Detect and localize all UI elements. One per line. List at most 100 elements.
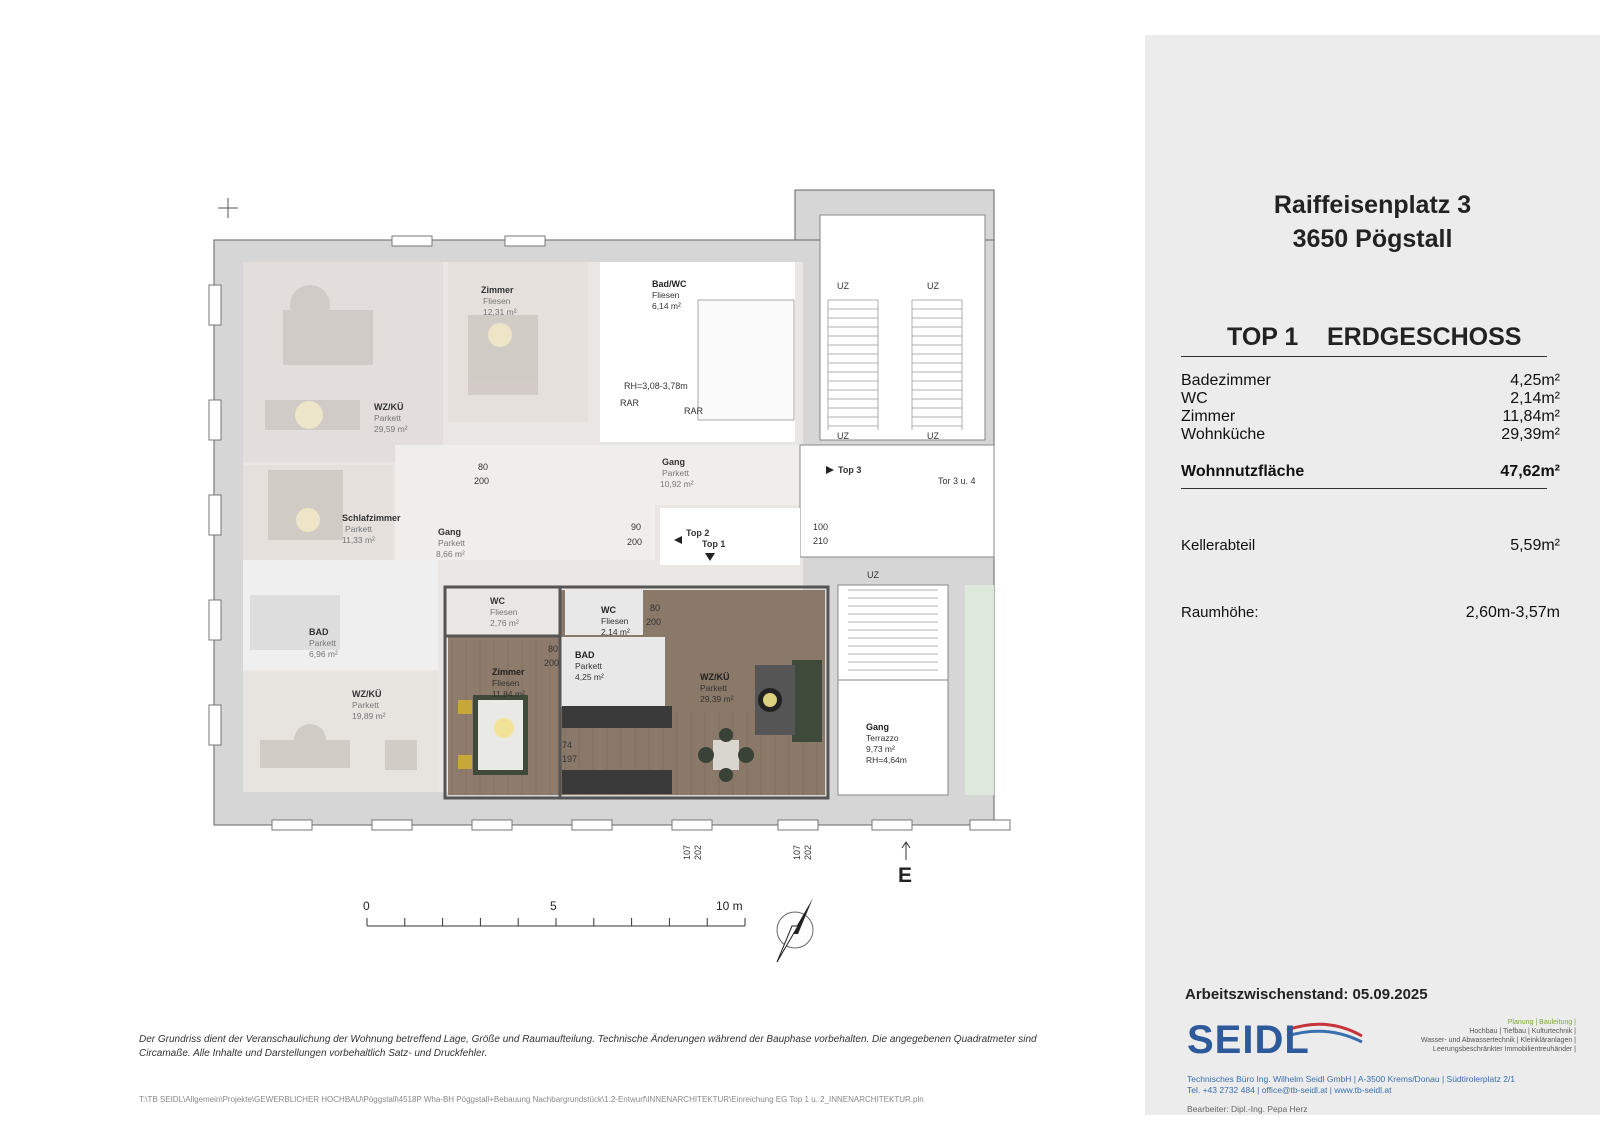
info-panel: Raiffeisenplatz 3 3650 Pögstall TOP 1 ER… <box>1145 35 1600 1115</box>
work-status: Arbeitszwischenstand: 05.09.2025 <box>1185 986 1428 1003</box>
svg-text:Terrazzo: Terrazzo <box>866 733 899 743</box>
area-label-zimmer: Zimmer <box>1181 408 1236 425</box>
address-line1: Raiffeisenplatz 3 <box>1273 191 1472 219</box>
marker-tor: Tor 3 u. 4 <box>938 476 976 486</box>
marker-top2: Top 2 <box>686 528 709 538</box>
svg-text:0: 0 <box>363 899 370 913</box>
company-logo: SEIDL <box>1187 1018 1367 1068</box>
gang-terrazzo <box>837 679 949 796</box>
svg-text:200: 200 <box>544 658 559 668</box>
svg-text:8,66 m²: 8,66 m² <box>436 549 465 559</box>
svg-text:Parkett: Parkett <box>575 661 603 671</box>
svg-text:202: 202 <box>803 845 813 860</box>
floor-plan: Bad/WC Fliesen 6,14 m² Zimmer Fliesen 12… <box>208 189 1011 963</box>
svg-text:10 m: 10 m <box>716 899 743 913</box>
stair-steps-left <box>828 299 878 427</box>
windows <box>208 235 1011 831</box>
disclaimer-text: Der Grundriss dient der Veranschaulichun… <box>139 1034 1037 1059</box>
svg-text:29,59 m²: 29,59 m² <box>374 424 408 434</box>
room-label-schlafzimmer: Schlafzimmer <box>342 513 401 523</box>
scale-bar: 0 5 10 m <box>363 899 746 927</box>
corridor <box>395 445 800 505</box>
file-path: T:\TB SEIDL\Allgemein\Projekte\GEWERBLIC… <box>139 1095 924 1104</box>
area-value-zimmer: 11,84m² <box>1502 408 1560 425</box>
svg-text:5: 5 <box>550 899 557 913</box>
area-label-badezimmer: Badezimmer <box>1181 372 1271 389</box>
company-services: Planung | Bauleitung | Hochbau | Tiefbau… <box>1420 1019 1576 1053</box>
top1-bad <box>560 637 665 707</box>
room-label-bad-left: BAD <box>309 627 329 637</box>
svg-text:90: 90 <box>631 522 641 532</box>
svg-text:10,92 m²: 10,92 m² <box>660 479 694 489</box>
svg-text:11,33 m²: 11,33 m² <box>342 535 375 545</box>
editor-credit: Bearbeiter: Dipl.-Ing. Pepa Herz <box>1187 1104 1308 1114</box>
area-label-wohnkueche: Wohnküche <box>1181 426 1266 443</box>
svg-text:Fliesen: Fliesen <box>483 296 511 306</box>
room-label-wc-top1: WC <box>601 605 616 615</box>
room-label-bad-top1: BAD <box>575 650 595 660</box>
marker-top1: Top 1 <box>702 539 725 549</box>
svg-text:4,25 m²: 4,25 m² <box>575 672 604 682</box>
svg-text:RH=4,64m: RH=4,64m <box>866 755 907 765</box>
svg-text:Fliesen: Fliesen <box>652 290 680 300</box>
address-line2: 3650 Pögstall <box>1292 225 1453 253</box>
svg-text:11,84 m²: 11,84 m² <box>492 689 525 699</box>
svg-text:Parkett: Parkett <box>345 524 373 534</box>
svg-text:Parkett: Parkett <box>374 413 402 423</box>
svg-text:197: 197 <box>562 754 577 764</box>
svg-text:2,76 m²: 2,76 m² <box>490 618 519 628</box>
svg-text:200: 200 <box>627 537 642 547</box>
marker-top3: Top 3 <box>838 465 861 475</box>
total-divider <box>1181 488 1547 489</box>
room-label-wzku-top1: WZ/KÜ <box>700 672 730 682</box>
svg-text:80: 80 <box>548 644 558 654</box>
room-label-gang-center: Gang <box>662 457 685 467</box>
svg-text:200: 200 <box>646 617 661 627</box>
room-label-wzku-top2: WZ/KÜ <box>374 402 404 412</box>
svg-text:Parkett: Parkett <box>700 683 728 693</box>
svg-text:202: 202 <box>693 845 703 860</box>
stair-steps-lower <box>848 589 938 671</box>
svg-text:107: 107 <box>682 845 692 860</box>
svg-text:Parkett: Parkett <box>662 468 690 478</box>
room-height-label: Raumhöhe: <box>1181 604 1259 621</box>
svg-text:12,31 m²: 12,31 m² <box>483 307 517 317</box>
svg-text:Parkett: Parkett <box>438 538 466 548</box>
total-area-label: Wohnnutzfläche <box>1181 463 1305 480</box>
top1-wc <box>565 590 643 635</box>
svg-text:29,39 m²: 29,39 m² <box>700 694 734 704</box>
dining-table <box>713 740 739 770</box>
svg-text:2,14 m²: 2,14 m² <box>601 627 630 637</box>
north-arrow-icon <box>776 898 814 963</box>
cellar-label: Kellerabteil <box>1181 537 1256 554</box>
svg-text:100: 100 <box>813 522 828 532</box>
total-area-value: 47,62m² <box>1500 463 1560 480</box>
svg-text:RAR: RAR <box>620 398 640 408</box>
crosshair-mark <box>218 198 238 218</box>
svg-text:107: 107 <box>792 845 802 860</box>
ceiling-height-label: RH=3,08-3,78m <box>624 381 688 391</box>
cellar-value: 5,59m² <box>1510 537 1560 554</box>
room-label-wzku-left: WZ/KÜ <box>352 689 382 699</box>
svg-text:UZ: UZ <box>837 281 849 291</box>
top1-walls <box>443 585 830 800</box>
stair-steps-right <box>912 299 962 427</box>
svg-text:6,96 m²: 6,96 m² <box>309 649 338 659</box>
company-address: Technisches Büro Ing. Wilhelm Seidl GmbH… <box>1187 1074 1516 1084</box>
entrance-label: E <box>898 864 912 887</box>
seidl-logo-icon <box>1286 1022 1363 1044</box>
area-value-wc: 2,14m² <box>1510 390 1560 407</box>
svg-text:80: 80 <box>650 603 660 613</box>
svg-text:Fliesen: Fliesen <box>601 616 629 626</box>
svg-text:UZ: UZ <box>927 431 939 441</box>
company-contact: Tel. +43 2732 484 | office@tb-seidl.at |… <box>1187 1085 1392 1095</box>
room-label-zimmer-top2: Zimmer <box>481 285 514 295</box>
header-divider <box>1181 356 1547 357</box>
room-label-wc-left: WC <box>490 596 505 606</box>
svg-text:74: 74 <box>562 740 572 750</box>
top2-furniture <box>250 285 538 770</box>
area-value-wohnkueche: 29,39m² <box>1501 426 1560 443</box>
room-label-gang-left: Gang <box>438 527 461 537</box>
room-label-gang-terrazzo: Gang <box>866 722 889 732</box>
svg-text:UZ: UZ <box>837 431 849 441</box>
